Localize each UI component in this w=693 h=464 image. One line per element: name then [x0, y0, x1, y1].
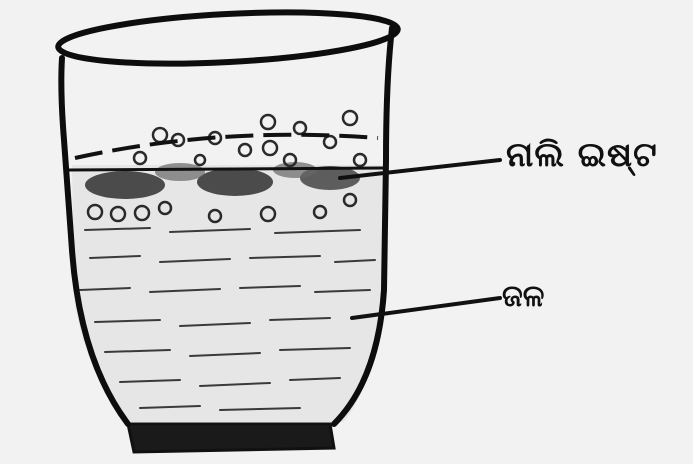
yeast-label: ନାଲି ଇଷ୍ଟ — [506, 135, 658, 175]
water-dashes — [79, 227, 376, 411]
glass-rim — [55, 9, 401, 67]
water-label: ଜଳ — [502, 279, 545, 314]
glass-base — [126, 422, 336, 454]
yeast-bubbles — [86, 109, 368, 224]
leader-line-top — [338, 158, 502, 180]
water-body — [72, 165, 386, 422]
water-surface-line — [67, 166, 385, 172]
leader-line-bottom — [350, 296, 502, 320]
glass-outline — [58, 25, 395, 427]
yeast-top-line — [74, 132, 379, 160]
